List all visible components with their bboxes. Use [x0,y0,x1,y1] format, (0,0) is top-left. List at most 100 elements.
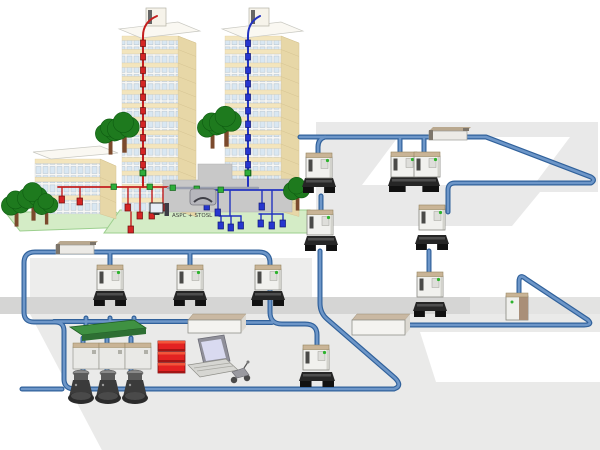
electric-meter-icon [96,264,124,291]
tree-icon [107,111,140,153]
electric-meter-icon [302,344,330,371]
meter-node-blue [268,221,275,230]
meter-pedestal [415,235,449,250]
transformer-box-icon [72,342,100,370]
meter-pedestal [173,291,207,306]
meter-node-red [140,66,146,74]
trees-layer [1,105,311,227]
status-led [196,270,201,275]
cable-path-core [298,135,595,214]
street-cabinet-icon [505,292,529,321]
meter-node-red [58,195,65,204]
electric-meter-icon [413,151,441,178]
meter-node-red [140,147,146,155]
dispatcher-pc-icon [149,202,169,216]
meter-node-red [76,197,83,206]
status-led [322,350,327,355]
meter-node-blue [227,223,234,232]
road-surface [470,297,600,314]
meter-pedestal [299,372,335,387]
building [117,7,202,217]
electric-meter-icon [416,271,444,298]
transformer-box-icon [124,342,152,370]
repeater-icon [428,127,471,141]
status-led [410,157,415,162]
junction-node-green [139,169,146,176]
electric-meter-icon [390,151,418,178]
meter-node-blue [258,202,265,211]
status-led [116,270,121,275]
meter-node-red [140,53,146,61]
data-concentrator-icon [351,313,411,336]
red-equipment-stack-icon [157,340,186,374]
cable-path-core [408,275,592,327]
junction-node-green [169,184,176,191]
meter-node-red [136,211,143,220]
laptop-icon [187,334,239,378]
status-led [325,158,330,163]
meter-pedestal [302,178,336,193]
meter-node-blue [257,219,264,228]
status-led [274,270,279,275]
meter-node-red [124,203,131,212]
road-block [420,332,600,382]
electric-meter-icon [418,204,446,231]
meter-node-blue [245,39,251,47]
meter-pedestal [388,177,440,192]
status-led [433,157,438,162]
electric-meter-icon [254,264,282,291]
riser-red [142,15,158,37]
tree-icon [209,105,242,147]
meter-pedestal [93,291,127,306]
building [32,145,119,220]
meter-node-blue [245,80,251,88]
meter-node-blue [245,134,251,142]
meter-node-red [140,161,146,169]
status-led [326,215,331,220]
road-block [512,192,598,226]
electric-meter-icon [176,264,204,291]
status-led [438,210,443,215]
meter-node-blue [245,107,251,115]
electric-meter-icon [305,152,333,179]
meter-node-red [140,134,146,142]
road-surface [0,297,600,314]
meter-node-red [140,39,146,47]
meter-pedestal [413,302,447,317]
junction-node-green [244,169,251,176]
meter-node-red [140,107,146,115]
repeater-icon [55,241,98,255]
meter-node-blue [245,53,251,61]
meter-node-blue [217,221,224,230]
pump-motor-icon [95,369,121,404]
tree-icon [33,193,59,225]
junction-node-green [146,183,153,190]
meter-node-red [140,80,146,88]
data-concentrator-icon [187,313,247,334]
pump-motor-icon [122,369,148,404]
pump-motor-icon [68,369,94,404]
cable-path-core [316,135,327,158]
meter-pedestal [304,236,338,251]
meter-node-blue [245,161,251,169]
transformer-box-icon [98,342,126,370]
meter-node-blue [214,208,221,217]
distribution-board-icon [68,319,148,341]
meter-node-blue [237,221,244,230]
meter-pedestal [251,291,285,306]
meter-node-blue [245,120,251,128]
status-led [436,277,441,282]
meter-node-blue [245,93,251,101]
label-layer: ASPC + STOSL [172,213,213,219]
gsm-modem-icon [230,360,251,384]
meter-node-red [127,225,134,234]
building-network-layer [57,15,291,234]
junction-node-green [110,183,117,190]
system-label: ASPC + STOSL [172,213,213,219]
junction-node-green [217,186,224,193]
riser-blue [247,15,261,37]
meter-node-red [140,120,146,128]
electric-meter-icon [306,209,334,236]
